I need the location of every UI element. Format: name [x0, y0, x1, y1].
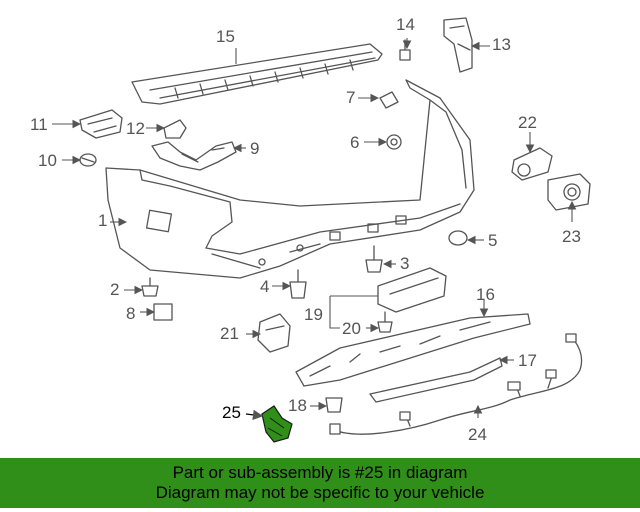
part-12-bracket: [163, 119, 187, 139]
callout-19: 19: [304, 305, 323, 324]
part-18-bolt: [325, 397, 343, 413]
banner-line-2: Diagram may not be specific to your vehi…: [155, 483, 485, 502]
parts-diagram: 15 14 13 7 11 12 9 6 10 22 23 1 5 3 2 4 …: [30, 15, 591, 444]
part-2-bolt: [141, 277, 159, 297]
callout-6: 6: [350, 133, 360, 152]
callout-18: 18: [288, 396, 307, 415]
callout-7: 7: [346, 88, 356, 107]
callout-13: 13: [492, 35, 511, 54]
part-14-fastener: [399, 39, 411, 61]
part-10-clip: [79, 153, 97, 167]
callout-25: 25: [222, 403, 241, 422]
callout-2: 2: [110, 280, 120, 299]
part-25-highlighted-component: [261, 405, 293, 443]
callout-1: 1: [98, 211, 108, 230]
callout-10: 10: [38, 151, 57, 170]
callout-11: 11: [30, 115, 48, 134]
part-23-retainer: [547, 173, 591, 211]
part-8-pad: [153, 303, 173, 321]
leader-lines: [52, 38, 577, 421]
part-24-wire-harness: [329, 333, 583, 435]
callout-17: 17: [518, 351, 537, 370]
callout-20: 20: [342, 319, 361, 338]
part-1-bumper-cover: [105, 79, 475, 279]
parts-diagram-drawing: [52, 17, 591, 443]
part-13-bracket: [443, 17, 473, 73]
callout-23: 23: [562, 227, 581, 246]
part-19-bracket: [377, 267, 447, 313]
part-4-bolt: [289, 269, 307, 299]
callout-4: 4: [260, 277, 270, 296]
callout-9: 9: [250, 139, 260, 158]
part-15-reinforcement: [131, 43, 383, 105]
banner-line-1: Part or sub-assembly is #25 in diagram: [172, 463, 468, 482]
callout-14: 14: [396, 15, 415, 34]
part-20-bolt: [377, 311, 393, 333]
callout-8: 8: [126, 304, 136, 323]
callout-24: 24: [468, 425, 487, 444]
callout-22: 22: [518, 113, 537, 132]
part-5-plug: [448, 230, 468, 246]
part-16-absorber: [295, 313, 531, 387]
part-17-strip: [369, 357, 503, 403]
callout-16: 16: [476, 285, 495, 304]
callout-15: 15: [216, 27, 235, 46]
callout-3: 3: [400, 254, 410, 273]
info-banner: Part or sub-assembly is #25 in diagram D…: [0, 458, 640, 508]
part-3-bolt: [365, 245, 383, 273]
part-22-sensor: [511, 147, 553, 181]
callout-21: 21: [220, 324, 239, 343]
callout-12: 12: [126, 119, 145, 138]
callout-5: 5: [488, 231, 498, 250]
part-11-bracket: [79, 109, 123, 139]
part-9-bracket: [151, 141, 237, 171]
part-7-clip: [379, 91, 399, 109]
part-21-bracket: [257, 313, 291, 353]
part-6-plug: [386, 134, 402, 150]
